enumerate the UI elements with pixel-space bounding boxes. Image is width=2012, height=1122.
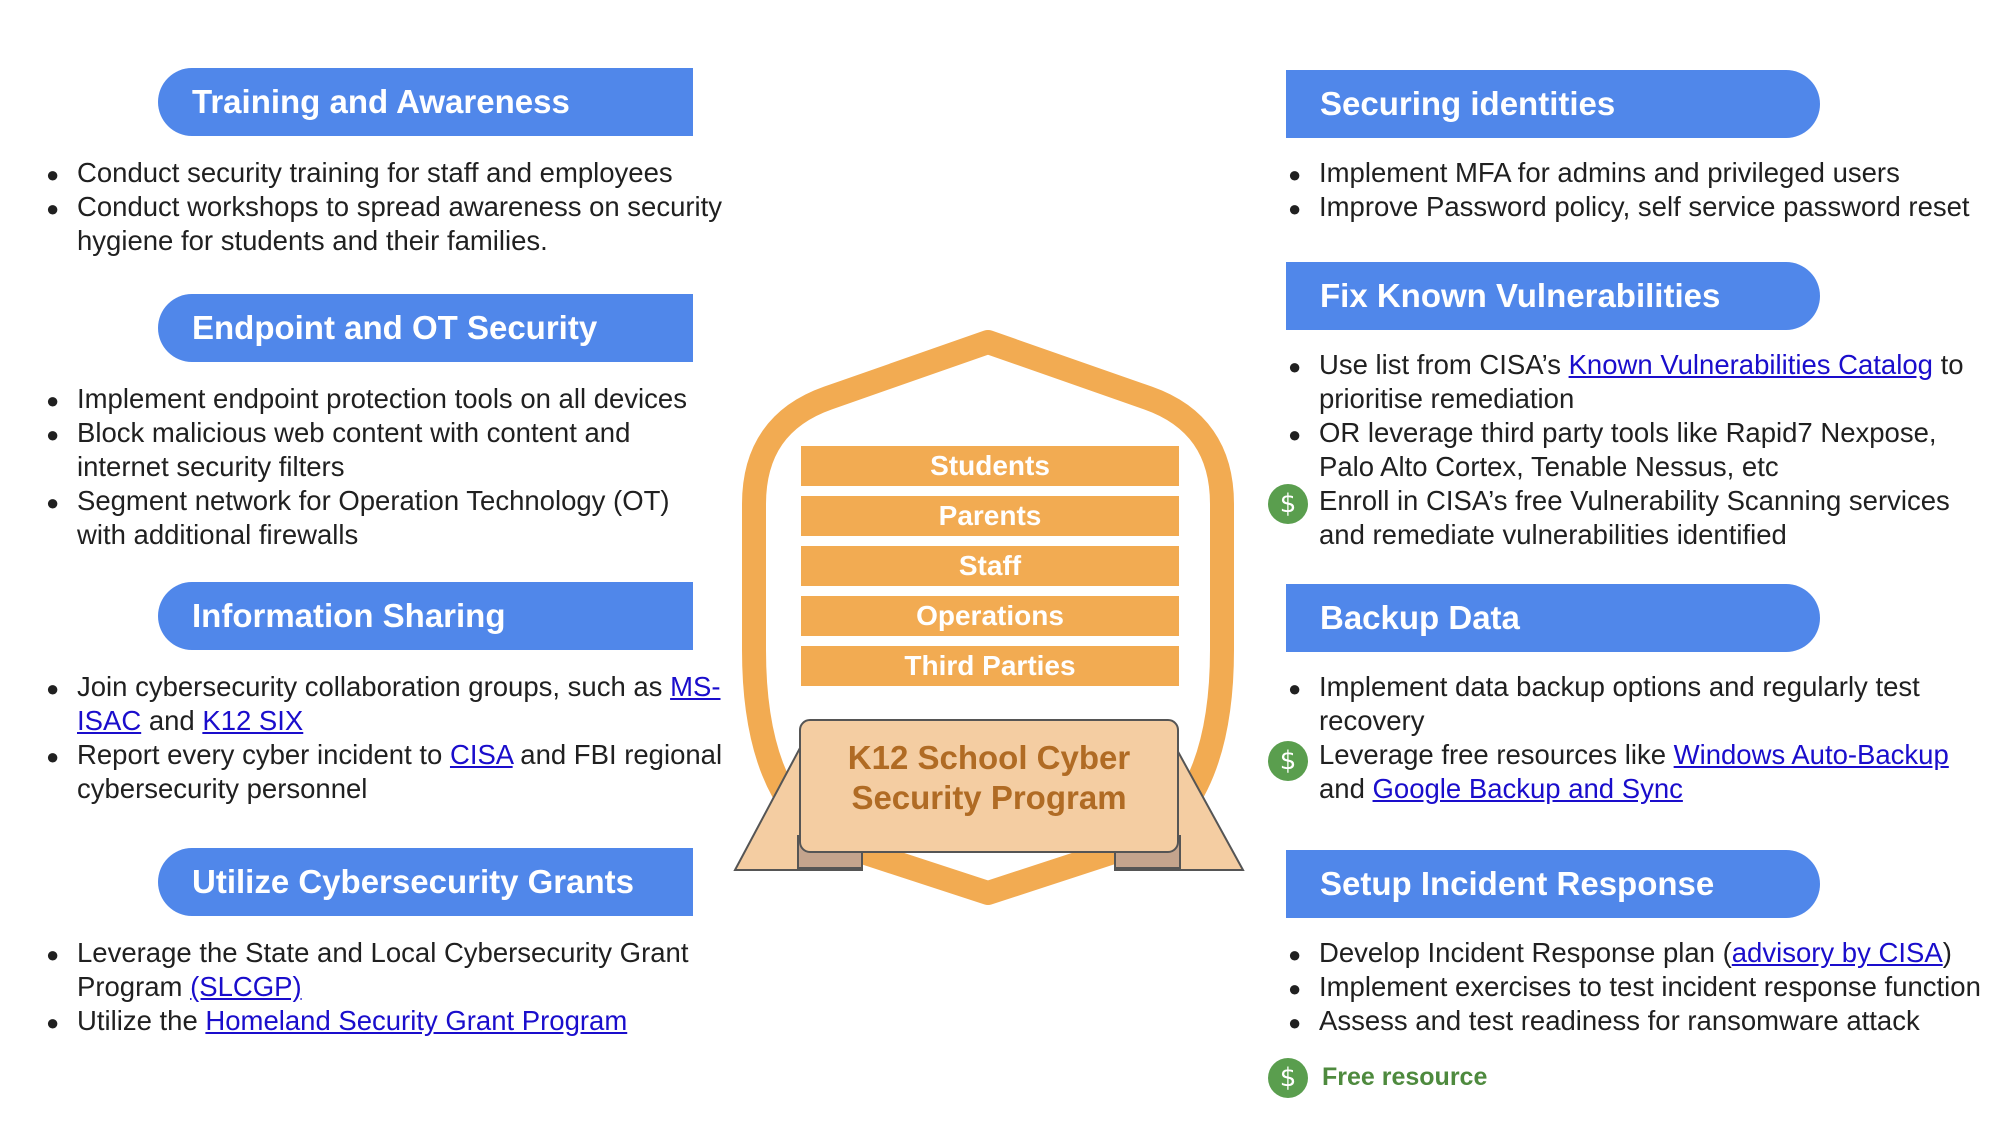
item-text: OR leverage third party tools like Rapid…: [1319, 417, 1937, 482]
resource-link[interactable]: K12 SIX: [202, 705, 304, 736]
section-title: Securing identities: [1320, 85, 1616, 122]
section-header-backup: Backup Data: [1286, 584, 1820, 652]
resource-link[interactable]: Homeland Security Grant Program: [205, 1005, 628, 1036]
list-item: Conduct security training for staff and …: [46, 156, 726, 190]
item-text: Implement endpoint protection tools on a…: [77, 383, 687, 414]
item-text: Conduct security training for staff and …: [77, 157, 673, 188]
shield-layer: Students: [801, 446, 1179, 486]
resource-link[interactable]: CISA: [449, 739, 513, 770]
section-list: Use list from CISA’s Known Vulnerabiliti…: [1288, 348, 1988, 552]
section-title: Backup Data: [1320, 599, 1520, 636]
item-text: Utilize the: [77, 1005, 206, 1036]
list-item: Implement MFA for admins and privileged …: [1288, 156, 1993, 190]
section-list: Leverage the State and Local Cybersecuri…: [46, 936, 726, 1038]
resource-link[interactable]: MS-ISAC: [77, 671, 721, 736]
list-item: Implement endpoint protection tools on a…: [46, 382, 726, 416]
item-text: ): [1942, 937, 1952, 968]
ribbon-title-line2: Security Program: [851, 779, 1127, 816]
dollar-icon: $: [1268, 741, 1308, 781]
item-text: Segment network for Operation Technology…: [77, 485, 670, 550]
section-list: Join cybersecurity collaboration groups,…: [46, 670, 736, 806]
section-header-endpoint: Endpoint and OT Security: [158, 294, 693, 362]
legend-label: Free resource: [1322, 1063, 1488, 1091]
list-item: Report every cyber incident to CISA and …: [46, 738, 736, 806]
section-header-vulnerabilities: Fix Known Vulnerabilities: [1286, 262, 1820, 330]
section-title: Setup Incident Response: [1320, 865, 1715, 902]
section-header-grants: Utilize Cybersecurity Grants: [158, 848, 693, 916]
section-list: Develop Incident Response plan (advisory…: [1288, 936, 2008, 1038]
section-header-identities: Securing identities: [1286, 70, 1820, 138]
item-text: Block malicious web content with content…: [77, 417, 631, 482]
section-list: Implement endpoint protection tools on a…: [46, 382, 726, 552]
ribbon-title: K12 School Cyber Security Program: [800, 738, 1178, 818]
section-title: Utilize Cybersecurity Grants: [192, 863, 634, 900]
list-item: Assess and test readiness for ransomware…: [1288, 1004, 2008, 1038]
list-item: Utilize the Homeland Security Grant Prog…: [46, 1004, 726, 1038]
list-item: Join cybersecurity collaboration groups,…: [46, 670, 736, 738]
item-text: Use list from CISA’s: [1319, 349, 1569, 380]
item-text: and FBI regional cybersecurity personnel: [77, 739, 723, 804]
ribbon-title-line1: K12 School Cyber: [847, 739, 1131, 776]
section-list: Implement MFA for admins and privileged …: [1288, 156, 1993, 224]
section-title: Information Sharing: [192, 597, 506, 634]
item-text: Conduct workshops to spread awareness on…: [77, 191, 723, 256]
shield-layer: Operations: [801, 596, 1179, 636]
dollar-icon: $: [1268, 484, 1308, 524]
section-title: Endpoint and OT Security: [192, 309, 598, 346]
section-list: Implement data backup options and regula…: [1288, 670, 1988, 806]
section-title: Fix Known Vulnerabilities: [1320, 277, 1721, 314]
list-item: Develop Incident Response plan (advisory…: [1288, 936, 2008, 970]
list-item: Leverage the State and Local Cybersecuri…: [46, 936, 726, 1004]
list-item: Enroll in CISA’s free Vulnerability Scan…: [1288, 484, 1988, 552]
shield-layer: Third Parties: [801, 646, 1179, 686]
shield-layer: Staff: [801, 546, 1179, 586]
item-text: and: [1319, 773, 1373, 804]
section-list: Conduct security training for staff and …: [46, 156, 726, 258]
resource-link[interactable]: Windows Auto-Backup: [1673, 739, 1949, 770]
list-item: Implement data backup options and regula…: [1288, 670, 1988, 738]
dollar-icon: $: [1268, 1058, 1308, 1098]
list-item: Use list from CISA’s Known Vulnerabiliti…: [1288, 348, 1988, 416]
item-text: Join cybersecurity collaboration groups,…: [77, 671, 671, 702]
list-item: Segment network for Operation Technology…: [46, 484, 726, 552]
resource-link[interactable]: Google Backup and Sync: [1372, 773, 1683, 804]
item-text: Implement MFA for admins and privileged …: [1319, 157, 1900, 188]
list-item: OR leverage third party tools like Rapid…: [1288, 416, 1988, 484]
item-text: Enroll in CISA’s free Vulnerability Scan…: [1319, 485, 1950, 550]
ribbon-body: [799, 719, 1179, 853]
list-item: Leverage free resources like Windows Aut…: [1288, 738, 1988, 806]
section-header-training: Training and Awareness: [158, 68, 693, 136]
item-text: Implement exercises to test incident res…: [1319, 971, 1981, 1002]
item-text: to prioritise remediation: [1319, 349, 1964, 414]
resource-link[interactable]: advisory by CISA: [1731, 937, 1943, 968]
list-item: Block malicious web content with content…: [46, 416, 726, 484]
item-text: and: [141, 705, 203, 736]
item-text: Assess and test readiness for ransomware…: [1319, 1005, 1920, 1036]
resource-link[interactable]: Known Vulnerabilities Catalog: [1568, 349, 1933, 380]
resource-link[interactable]: (SLCGP): [190, 971, 302, 1002]
section-header-incident-response: Setup Incident Response: [1286, 850, 1820, 918]
section-header-info-sharing: Information Sharing: [158, 582, 693, 650]
section-title: Training and Awareness: [192, 83, 570, 120]
item-text: Leverage the State and Local Cybersecuri…: [77, 937, 689, 1002]
shield-layer: Parents: [801, 496, 1179, 536]
list-item: Improve Password policy, self service pa…: [1288, 190, 1993, 224]
item-text: Leverage free resources like: [1319, 739, 1674, 770]
item-text: Implement data backup options and regula…: [1319, 671, 1920, 736]
item-text: Develop Incident Response plan (: [1319, 937, 1732, 968]
item-text: Report every cyber incident to: [77, 739, 450, 770]
list-item: Conduct workshops to spread awareness on…: [46, 190, 726, 258]
item-text: Improve Password policy, self service pa…: [1319, 191, 1970, 222]
list-item: Implement exercises to test incident res…: [1288, 970, 2008, 1004]
